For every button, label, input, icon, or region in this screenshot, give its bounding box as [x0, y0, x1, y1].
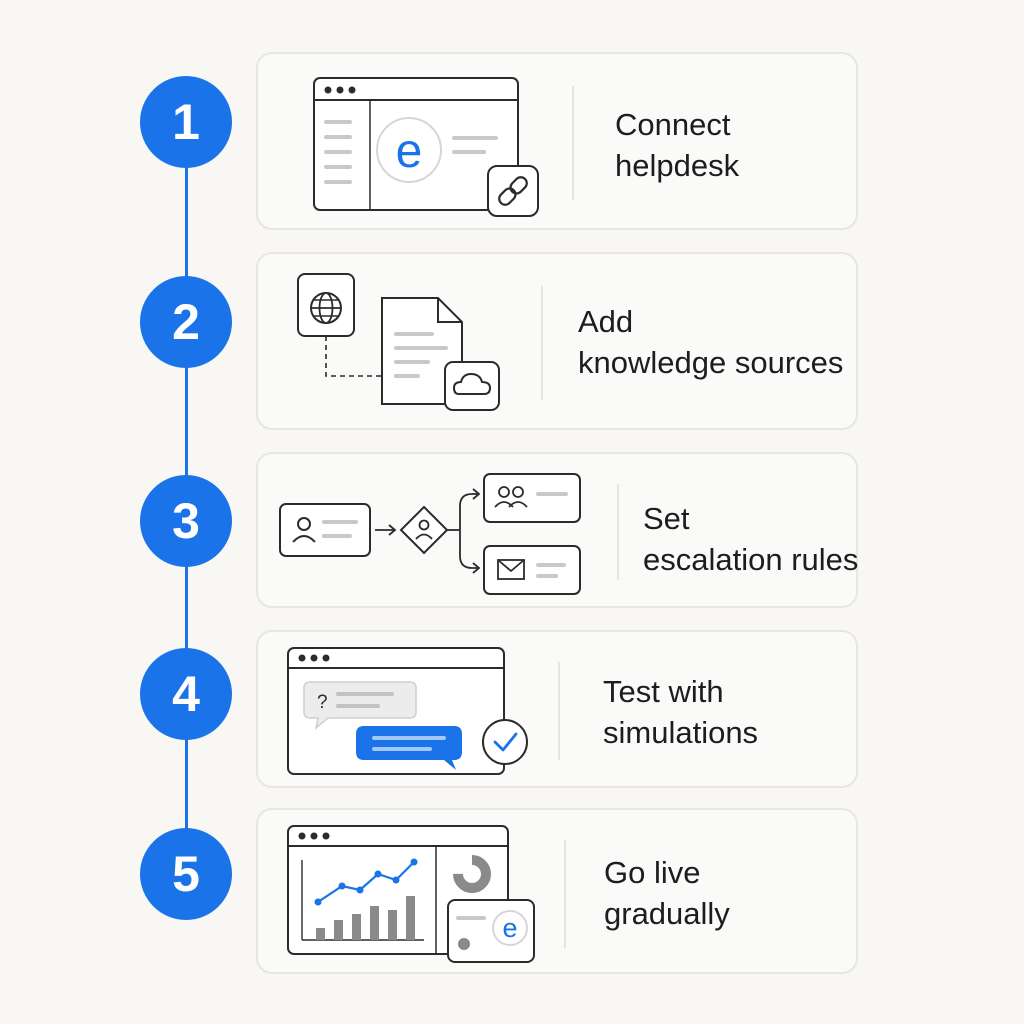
step-4-illustration: ? [287, 647, 528, 775]
step-4-label-line2: simulations [603, 715, 759, 750]
flow-arrow-right [375, 524, 397, 536]
step-2-number: 2 [172, 294, 200, 350]
step-5-card: e Go live gradually [256, 808, 858, 974]
step-3-card: Set escalation rules [256, 452, 858, 608]
step-1-card: e Connect helpdesk [256, 52, 858, 230]
helpdesk-logo-icon: e [447, 899, 535, 963]
step-1-divider [572, 86, 574, 200]
step-3-number: 3 [172, 493, 200, 549]
helpdesk-logo-icon: e [376, 117, 442, 183]
step-4-label-line1: Test with [603, 674, 724, 709]
step-1-label-line1: Connect [615, 107, 731, 142]
team-icon [483, 473, 581, 523]
step-5-label: Go live gradually [604, 852, 730, 934]
step-5-illustration: e [287, 825, 535, 963]
step-1-label-line2: helpdesk [615, 148, 740, 183]
svg-text:e: e [396, 125, 423, 178]
step-3-divider [617, 484, 619, 580]
step-3-label: Set escalation rules [643, 498, 858, 580]
cloud-icon [444, 361, 500, 411]
svg-text:?: ? [317, 692, 328, 713]
decision-diamond-icon [399, 505, 449, 555]
line-chart-icon [314, 858, 418, 906]
svg-text:e: e [502, 913, 517, 943]
step-2-number-badge: 2 [140, 276, 232, 368]
step-5-divider [564, 840, 566, 948]
link-icon [487, 165, 539, 217]
question-bubble-icon: ? [303, 681, 417, 730]
step-5-number: 5 [172, 846, 200, 902]
step-4-card: ? Test with simulations [256, 630, 858, 788]
flow-branch-arrows [447, 488, 481, 574]
step-5-number-badge: 5 [140, 828, 232, 920]
step-4-divider [558, 662, 560, 760]
step-4-number-badge: 4 [140, 648, 232, 740]
step-2-label-line1: Add [578, 304, 634, 339]
reply-bubble-icon [356, 726, 462, 770]
step-3-label-line2: escalation rules [643, 542, 859, 577]
step-5-label-line2: gradually [604, 896, 730, 931]
bar-chart-icon [316, 896, 415, 940]
step-1-label: Connect helpdesk [615, 104, 739, 186]
step-2-card: Add knowledge sources [256, 252, 858, 430]
step-1-number: 1 [172, 94, 200, 150]
user-card-icon [279, 503, 371, 557]
globe-icon [297, 273, 355, 337]
step-3-number-badge: 3 [140, 475, 232, 567]
mail-icon [483, 545, 581, 595]
step-4-label: Test with simulations [603, 671, 758, 753]
step-5-label-line1: Go live [604, 855, 701, 890]
step-4-number: 4 [172, 666, 200, 722]
connector-dashed-line [325, 336, 382, 377]
step-2-divider [541, 286, 543, 400]
step-1-number-badge: 1 [140, 76, 232, 168]
step-3-label-line1: Set [643, 501, 690, 536]
donut-chart-icon [453, 855, 491, 893]
step-2-label: Add knowledge sources [578, 301, 843, 383]
step-1-illustration: e [313, 77, 539, 217]
document-icon [381, 297, 463, 405]
checkmark-icon [482, 719, 528, 765]
step-3-illustration [279, 473, 581, 595]
step-2-label-line2: knowledge sources [578, 345, 844, 380]
step-2-illustration [297, 273, 500, 411]
